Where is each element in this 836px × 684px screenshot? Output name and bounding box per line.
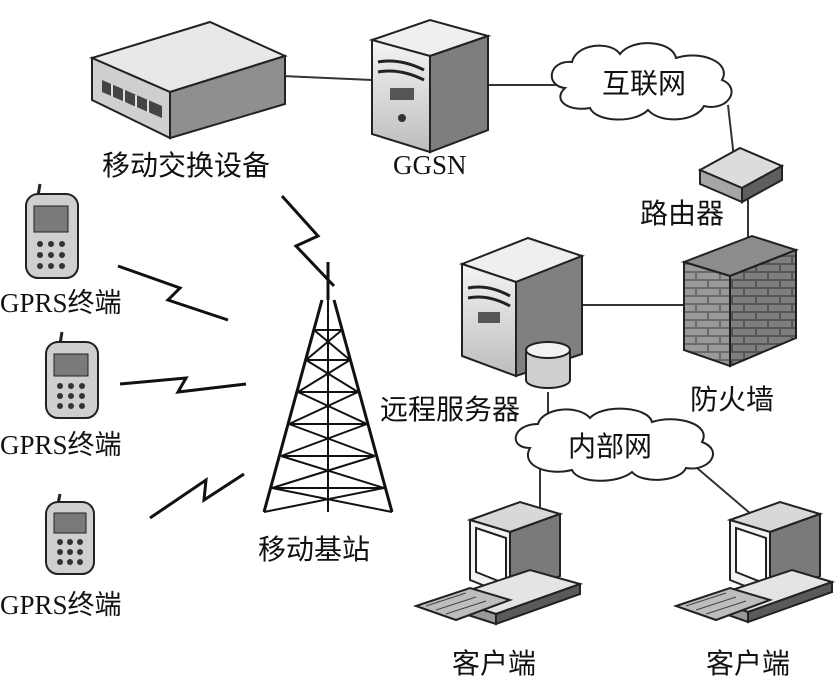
- intranet-cloud-icon: [514, 407, 714, 482]
- firewall-label: 防火墙: [690, 383, 775, 416]
- ggsn-label: GGSN: [393, 150, 467, 180]
- wireless-bolt-terminal-3: [149, 472, 245, 520]
- gprs-phone-icon: [45, 331, 99, 419]
- gprs-phone-icon: [45, 493, 95, 575]
- base-station-label: 移动基站: [258, 533, 371, 566]
- gprs-terminal-label: GPRS终端: [0, 288, 122, 318]
- mobile-switch-icon: [89, 20, 288, 140]
- wireless-bolt-switch: [280, 194, 336, 288]
- client-label: 客户端: [706, 647, 791, 680]
- remote-server-label: 远程服务器: [380, 393, 521, 426]
- wireless-links: [117, 194, 336, 520]
- router-label: 路由器: [640, 197, 725, 230]
- mobile-switch-label: 移动交换设备: [102, 149, 271, 182]
- client-computer-icon: [412, 500, 584, 626]
- internet-cloud-icon: [550, 42, 733, 121]
- base-station-tower-icon: [262, 262, 394, 513]
- wired-links: [281, 75, 759, 521]
- client-label: 客户端: [452, 647, 537, 680]
- link-internet-router: [727, 104, 735, 159]
- client-computer-icon: [672, 500, 836, 624]
- ggsn-server-icon: [368, 18, 492, 154]
- router-icon: [697, 146, 785, 204]
- intranet-label: 内部网: [568, 430, 653, 463]
- gprs-phone-icon: [25, 183, 79, 279]
- internet-label: 互联网: [602, 67, 687, 100]
- wireless-bolt-terminal-1: [117, 264, 229, 322]
- database-icon: [525, 341, 571, 389]
- gprs-terminal-label: GPRS终端: [0, 430, 122, 460]
- link-switch-ggsn: [281, 75, 373, 81]
- firewall-icon: [680, 234, 799, 368]
- wireless-bolt-terminal-2: [119, 376, 247, 394]
- link-intranet-client2: [689, 461, 759, 521]
- gprs-terminal-label: GPRS终端: [0, 590, 122, 620]
